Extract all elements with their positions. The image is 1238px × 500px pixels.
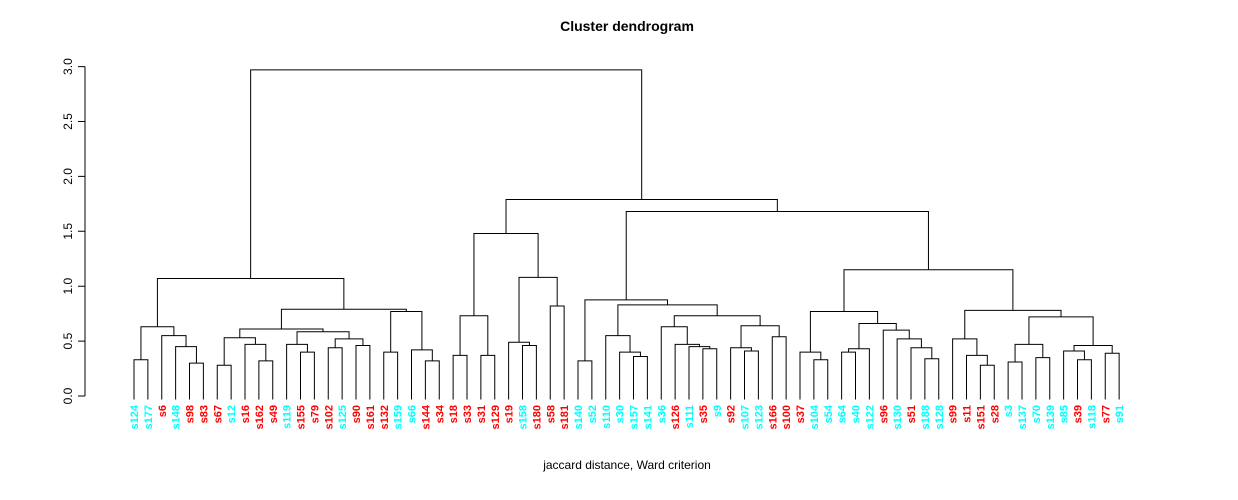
leaf-label-s35: s35 xyxy=(698,405,710,423)
leaf-label-s188: s188 xyxy=(920,405,932,429)
y-axis xyxy=(78,66,86,397)
leaf-label-s52: s52 xyxy=(587,405,599,423)
leaf-label-s39: s39 xyxy=(1073,405,1085,423)
leaf-label-s33: s33 xyxy=(462,405,474,423)
leaf-label-s125: s125 xyxy=(337,405,349,429)
leaf-label-s166: s166 xyxy=(767,405,779,429)
leaf-label-s98: s98 xyxy=(185,405,197,423)
leaf-label-s79: s79 xyxy=(309,405,321,423)
leaf-label-s151: s151 xyxy=(975,405,987,429)
leaf-label-s130: s130 xyxy=(892,405,904,429)
leaf-label-s148: s148 xyxy=(171,405,183,429)
leaf-label-s30: s30 xyxy=(615,405,627,423)
leaf-label-s180: s180 xyxy=(531,405,543,429)
leaf-label-s139: s139 xyxy=(1045,405,1057,429)
leaf-label-s122: s122 xyxy=(864,405,876,429)
leaf-label-s118: s118 xyxy=(1086,405,1098,429)
leaf-label-s18: s18 xyxy=(448,405,460,423)
leaf-label-s16: s16 xyxy=(240,405,252,423)
leaf-label-s111: s111 xyxy=(684,405,696,428)
leaf-label-s36: s36 xyxy=(656,405,668,423)
leaf-label-s49: s49 xyxy=(268,405,280,423)
leaf-label-s137: s137 xyxy=(1017,405,1029,429)
leaf-label-s132: s132 xyxy=(379,405,391,429)
leaf-label-s119: s119 xyxy=(282,405,294,429)
leaf-label-s161: s161 xyxy=(365,405,377,429)
leaf-label-s100: s100 xyxy=(781,405,793,429)
leaf-label-s96: s96 xyxy=(878,405,890,423)
leaf-label-s34: s34 xyxy=(434,404,446,423)
leaf-label-s144: s144 xyxy=(420,404,432,429)
leaf-label-s83: s83 xyxy=(198,405,210,423)
y-tick-label: 2.0 xyxy=(61,168,75,185)
y-tick-label: 0.0 xyxy=(61,387,75,404)
leaf-label-s90: s90 xyxy=(351,405,363,423)
leaf-label-s110: s110 xyxy=(601,405,613,429)
leaf-label-s51: s51 xyxy=(906,405,918,423)
leaf-label-s162: s162 xyxy=(254,405,266,429)
leaf-label-s159: s159 xyxy=(393,405,405,429)
y-tick-label: 2.5 xyxy=(61,113,75,130)
y-tick-label: 3.0 xyxy=(61,58,75,75)
leaf-label-s77: s77 xyxy=(1100,405,1112,423)
leaf-label-s11: s11 xyxy=(962,405,974,423)
leaf-label-s141: s141 xyxy=(642,405,654,429)
dendrogram-tree xyxy=(133,69,1120,400)
leaf-label-s91: s91 xyxy=(1114,405,1126,423)
leaf-label-s177: s177 xyxy=(143,405,155,429)
leaf-label-s123: s123 xyxy=(753,405,765,429)
y-tick-label: 1.5 xyxy=(61,223,75,240)
leaf-label-s58: s58 xyxy=(545,405,557,423)
leaf-label-s157: s157 xyxy=(629,405,641,429)
leaf-label-s85: s85 xyxy=(1059,405,1071,423)
leaf-label-s92: s92 xyxy=(726,405,738,423)
leaf-label-s155: s155 xyxy=(296,405,308,429)
y-tick-label: 1.0 xyxy=(61,278,75,295)
leaf-label-s6: s6 xyxy=(157,405,169,417)
y-tick-label: 0.5 xyxy=(61,332,75,349)
leaf-label-s40: s40 xyxy=(851,405,863,423)
leaf-label-s28: s28 xyxy=(989,405,1001,423)
x-axis-caption: jaccard distance, Ward criterion xyxy=(543,458,711,472)
leaf-label-s126: s126 xyxy=(670,405,682,429)
leaf-label-s124: s124 xyxy=(129,404,141,429)
leaf-label-s102: s102 xyxy=(323,405,335,429)
leaf-label-s66: s66 xyxy=(407,405,419,423)
leaf-label-s54: s54 xyxy=(823,404,835,423)
leaf-label-s99: s99 xyxy=(948,405,960,423)
leaf-label-s70: s70 xyxy=(1031,405,1043,423)
leaf-label-s104: s104 xyxy=(809,404,821,429)
chart-title: Cluster dendrogram xyxy=(560,18,694,34)
leaf-label-s158: s158 xyxy=(518,405,530,429)
leaf-label-s107: s107 xyxy=(740,405,752,429)
leaf-label-s181: s181 xyxy=(559,405,571,429)
leaf-label-s140: s140 xyxy=(573,405,585,429)
leaf-label-s129: s129 xyxy=(490,405,502,429)
leaf-label-s64: s64 xyxy=(837,404,849,423)
leaf-label-s9: s9 xyxy=(712,405,724,417)
leaf-label-s31: s31 xyxy=(476,405,488,423)
leaf-label-s3: s3 xyxy=(1003,405,1015,417)
leaf-label-s19: s19 xyxy=(504,405,516,423)
leaf-label-s128: s128 xyxy=(934,405,946,429)
leaf-label-s12: s12 xyxy=(226,405,238,423)
leaf-label-s67: s67 xyxy=(212,405,224,423)
leaf-label-s37: s37 xyxy=(795,405,807,423)
